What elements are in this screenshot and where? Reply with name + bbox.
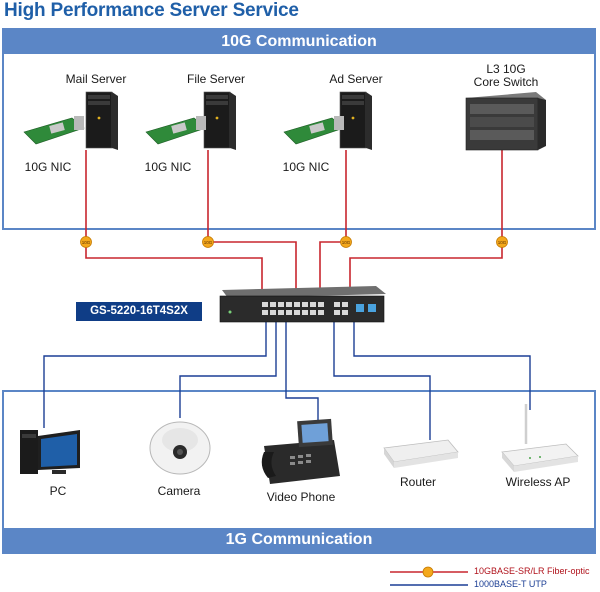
managed-switch-icon (219, 286, 386, 323)
wireless-ap-label: Wireless AP (505, 475, 571, 489)
utp-link-pc (43, 318, 267, 428)
router-icon (383, 439, 459, 468)
nic-card-file-icon (145, 116, 207, 145)
mail-nic-label: 10G NIC (24, 160, 72, 174)
router-label: Router (399, 475, 437, 489)
fiber-link-file (207, 150, 297, 290)
utp-link-camera (179, 318, 277, 418)
panel-1g-title: 1G Communication (4, 528, 594, 552)
server-tower-file-icon (203, 91, 236, 150)
ad-server-label: Ad Server (329, 72, 383, 86)
legend-utp-text: 1000BASE-T UTP (474, 579, 547, 589)
nic-card-ad-icon (283, 116, 345, 145)
legend-fiber-text: 10GBASE-SR/LR Fiber-optic (474, 566, 590, 576)
page-title: High Performance Server Service (4, 0, 299, 21)
fiber-badge-core (496, 236, 508, 248)
mail-server-label: Mail Server (65, 72, 127, 86)
fiber-badge-text-file: 10G (204, 240, 213, 245)
legend-fiber-badge (422, 566, 434, 578)
fiber-badge-mail (80, 236, 92, 248)
server-tower-ad-icon (339, 91, 372, 150)
file-nic-label: 10G NIC (144, 160, 192, 174)
fiber-badge-file (202, 236, 214, 248)
fiber-badge-ad (340, 236, 352, 248)
pc-label: PC (49, 484, 67, 498)
wireless-ap-icon (501, 404, 579, 472)
ad-nic-label: 10G NIC (282, 160, 330, 174)
legend (390, 566, 468, 586)
fiber-link-mail (85, 150, 263, 290)
camera-label: Camera (157, 484, 201, 498)
fiber-badge-text-core: 10G (498, 240, 507, 245)
fiber-badge-group: 10G 10G 10G 10G (80, 236, 508, 248)
fiber-badge-text-ad: 10G (342, 240, 351, 245)
core-switch-icon (465, 92, 546, 151)
nic-card-mail-icon (23, 116, 85, 145)
fiber-badge-text-mail: 10G (82, 240, 91, 245)
file-server-label: File Server (186, 72, 245, 86)
switch-model-label: GS-5220-16T4S2X (76, 302, 202, 321)
fiber-link-core (349, 150, 503, 290)
utp-link-ap (353, 318, 531, 410)
core-switch-label: L3 10G Core Switch (466, 63, 546, 89)
video-phone-icon (261, 418, 340, 484)
utp-link-phone (285, 318, 319, 420)
utp-link-router (333, 318, 431, 440)
core-switch-label-line2: Core Switch (473, 75, 539, 89)
video-phone-label: Video Phone (266, 490, 336, 504)
core-switch-label-line1: L3 10G (486, 62, 526, 76)
server-tower-mail-icon (85, 91, 118, 150)
fiber-link-ad (319, 150, 347, 290)
panel-10g-title: 10G Communication (4, 30, 594, 54)
pc-icon (20, 430, 80, 474)
camera-icon (149, 421, 211, 475)
